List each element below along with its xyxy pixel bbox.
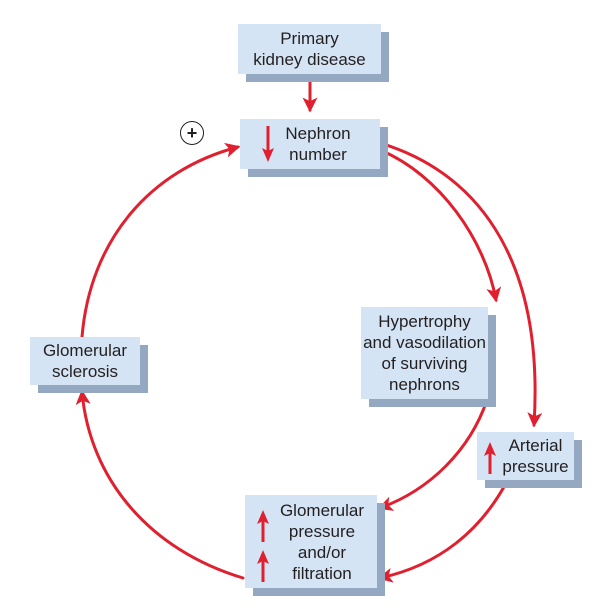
node-label: Glomerular sclerosis: [42, 341, 128, 381]
edge-arterial-to-glomerular: [377, 483, 507, 583]
positive-feedback-icon: +: [180, 121, 204, 145]
node-label: Arterial pressure: [502, 436, 569, 476]
node-glomerular-pressure: Glomerular pressure and/or filtration: [245, 495, 377, 588]
node-nephron-number: Nephron number: [240, 119, 380, 169]
node-hypertrophy: Hypertrophy and vasodilation of survivin…: [361, 307, 488, 399]
up-arrow-icon: [257, 550, 269, 582]
node-label: Glomerular pressure and/or filtration: [279, 500, 365, 583]
node-primary-kidney-disease: Primary kidney disease: [238, 24, 381, 74]
node-arterial-pressure: Arterial pressure: [477, 432, 574, 480]
up-arrow-icon: [257, 510, 269, 542]
edge-sclerosis-to-nephron: [80, 142, 241, 339]
up-arrow-icon: [484, 442, 496, 474]
node-label: Primary kidney disease: [253, 29, 366, 69]
edge-hypertrophy-to-glomerular: [377, 398, 489, 511]
edge-nephron-to-arterial: [378, 141, 543, 428]
node-glomerular-sclerosis: Glomerular sclerosis: [30, 337, 140, 385]
node-label: Nephron number: [285, 124, 351, 164]
edge-nephron-to-hypertrophy: [378, 148, 502, 303]
down-arrow-icon: [262, 126, 274, 162]
node-label: Hypertrophy and vasodilation of survivin…: [363, 312, 486, 394]
edge-glomerular-to-sclerosis: [75, 389, 245, 580]
